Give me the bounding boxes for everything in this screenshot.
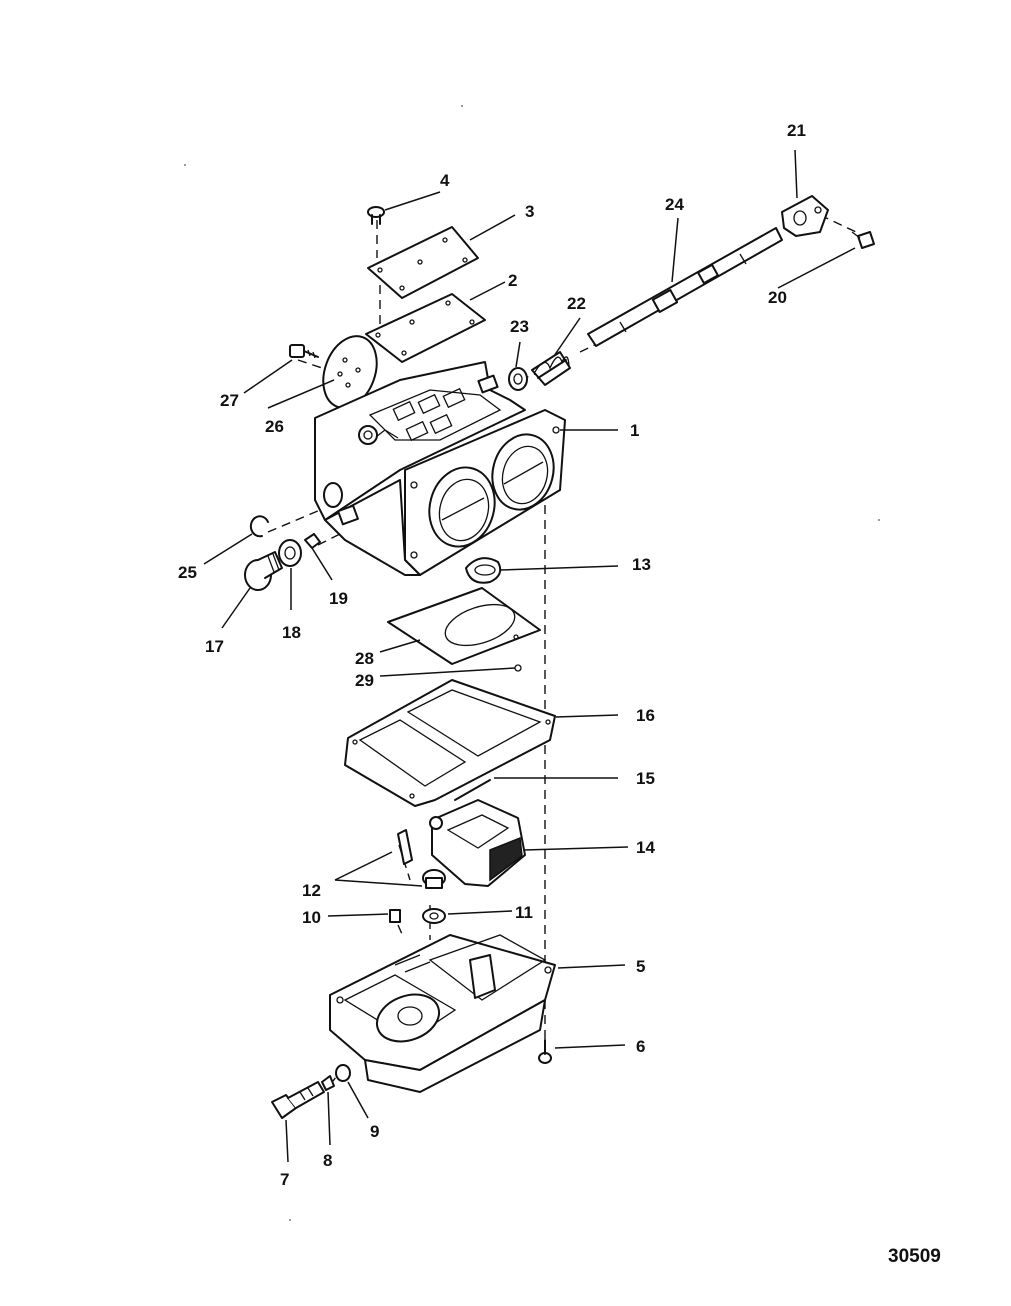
part-5-float-bowl: [329, 934, 556, 1093]
callout-25: 25: [178, 563, 197, 582]
part-27-screw: [289, 344, 319, 359]
callout-10: 10: [302, 908, 321, 927]
part-14-float: [429, 799, 526, 887]
part-16-bowl-gasket: [344, 679, 556, 807]
part-17-plug: [244, 551, 283, 591]
callout-2: 2: [508, 271, 517, 290]
callout-22: 22: [567, 294, 586, 313]
part-4-screw: [367, 206, 385, 225]
part-3-cover-plate: [367, 226, 479, 299]
callout-15: 15: [636, 769, 655, 788]
callout-16: 16: [636, 706, 655, 725]
figure-reference-number: 30509: [888, 1246, 941, 1267]
part-11-washer: [422, 908, 446, 924]
part-28-gasket: [387, 587, 541, 665]
part-20-screw: [851, 231, 875, 249]
part-10-screw: [389, 909, 401, 923]
part-12-needle-and-seat: [397, 829, 446, 889]
callout-13: 13: [632, 555, 651, 574]
part-19-fitting: [304, 533, 321, 549]
callout-9: 9: [370, 1122, 379, 1141]
callout-8: 8: [323, 1151, 332, 1170]
scan-specks: [184, 105, 880, 1221]
callout-1: 1: [630, 421, 639, 440]
part-24-throttle-shaft: [587, 227, 783, 347]
part-29-pin: [514, 664, 522, 672]
part-18-washer: [278, 539, 302, 567]
part-2-gasket: [365, 293, 486, 363]
callout-24: 24: [665, 195, 684, 214]
part-22-spring: [531, 351, 571, 386]
part-21-lever: [781, 195, 829, 237]
part-25-clip: [249, 515, 269, 538]
callout-20: 20: [768, 288, 787, 307]
callout-29: 29: [355, 671, 374, 690]
part-23-washer: [508, 367, 528, 391]
callout-26: 26: [265, 417, 284, 436]
part-9-washer: [335, 1064, 351, 1082]
callout-5: 5: [636, 957, 645, 976]
callout-14: 14: [636, 838, 655, 857]
callout-labels: 1 2 3 4 5 6 7 8 9 10 11 12 13 14 15 16 1…: [178, 121, 941, 1267]
callout-4: 4: [440, 171, 450, 190]
part-7-drain-plug: [271, 1081, 325, 1119]
callout-19: 19: [329, 589, 348, 608]
callout-28: 28: [355, 649, 374, 668]
callout-27: 27: [220, 391, 239, 410]
callout-17: 17: [205, 637, 224, 656]
leader-lines: [203, 149, 856, 1163]
part-26-round-plate: [322, 335, 378, 409]
callout-6: 6: [636, 1037, 645, 1056]
callout-21: 21: [787, 121, 806, 140]
callout-18: 18: [282, 623, 301, 642]
callout-12: 12: [302, 881, 321, 900]
callout-3: 3: [525, 202, 534, 221]
part-13-boot: [465, 557, 502, 584]
part-1-carburetor-body: [314, 361, 566, 576]
callout-7: 7: [280, 1170, 289, 1189]
part-8-washer: [321, 1075, 335, 1091]
callout-11: 11: [515, 903, 533, 922]
part-6-screw: [538, 1039, 552, 1064]
callout-23: 23: [510, 317, 529, 336]
part-15-pin: [454, 779, 491, 801]
